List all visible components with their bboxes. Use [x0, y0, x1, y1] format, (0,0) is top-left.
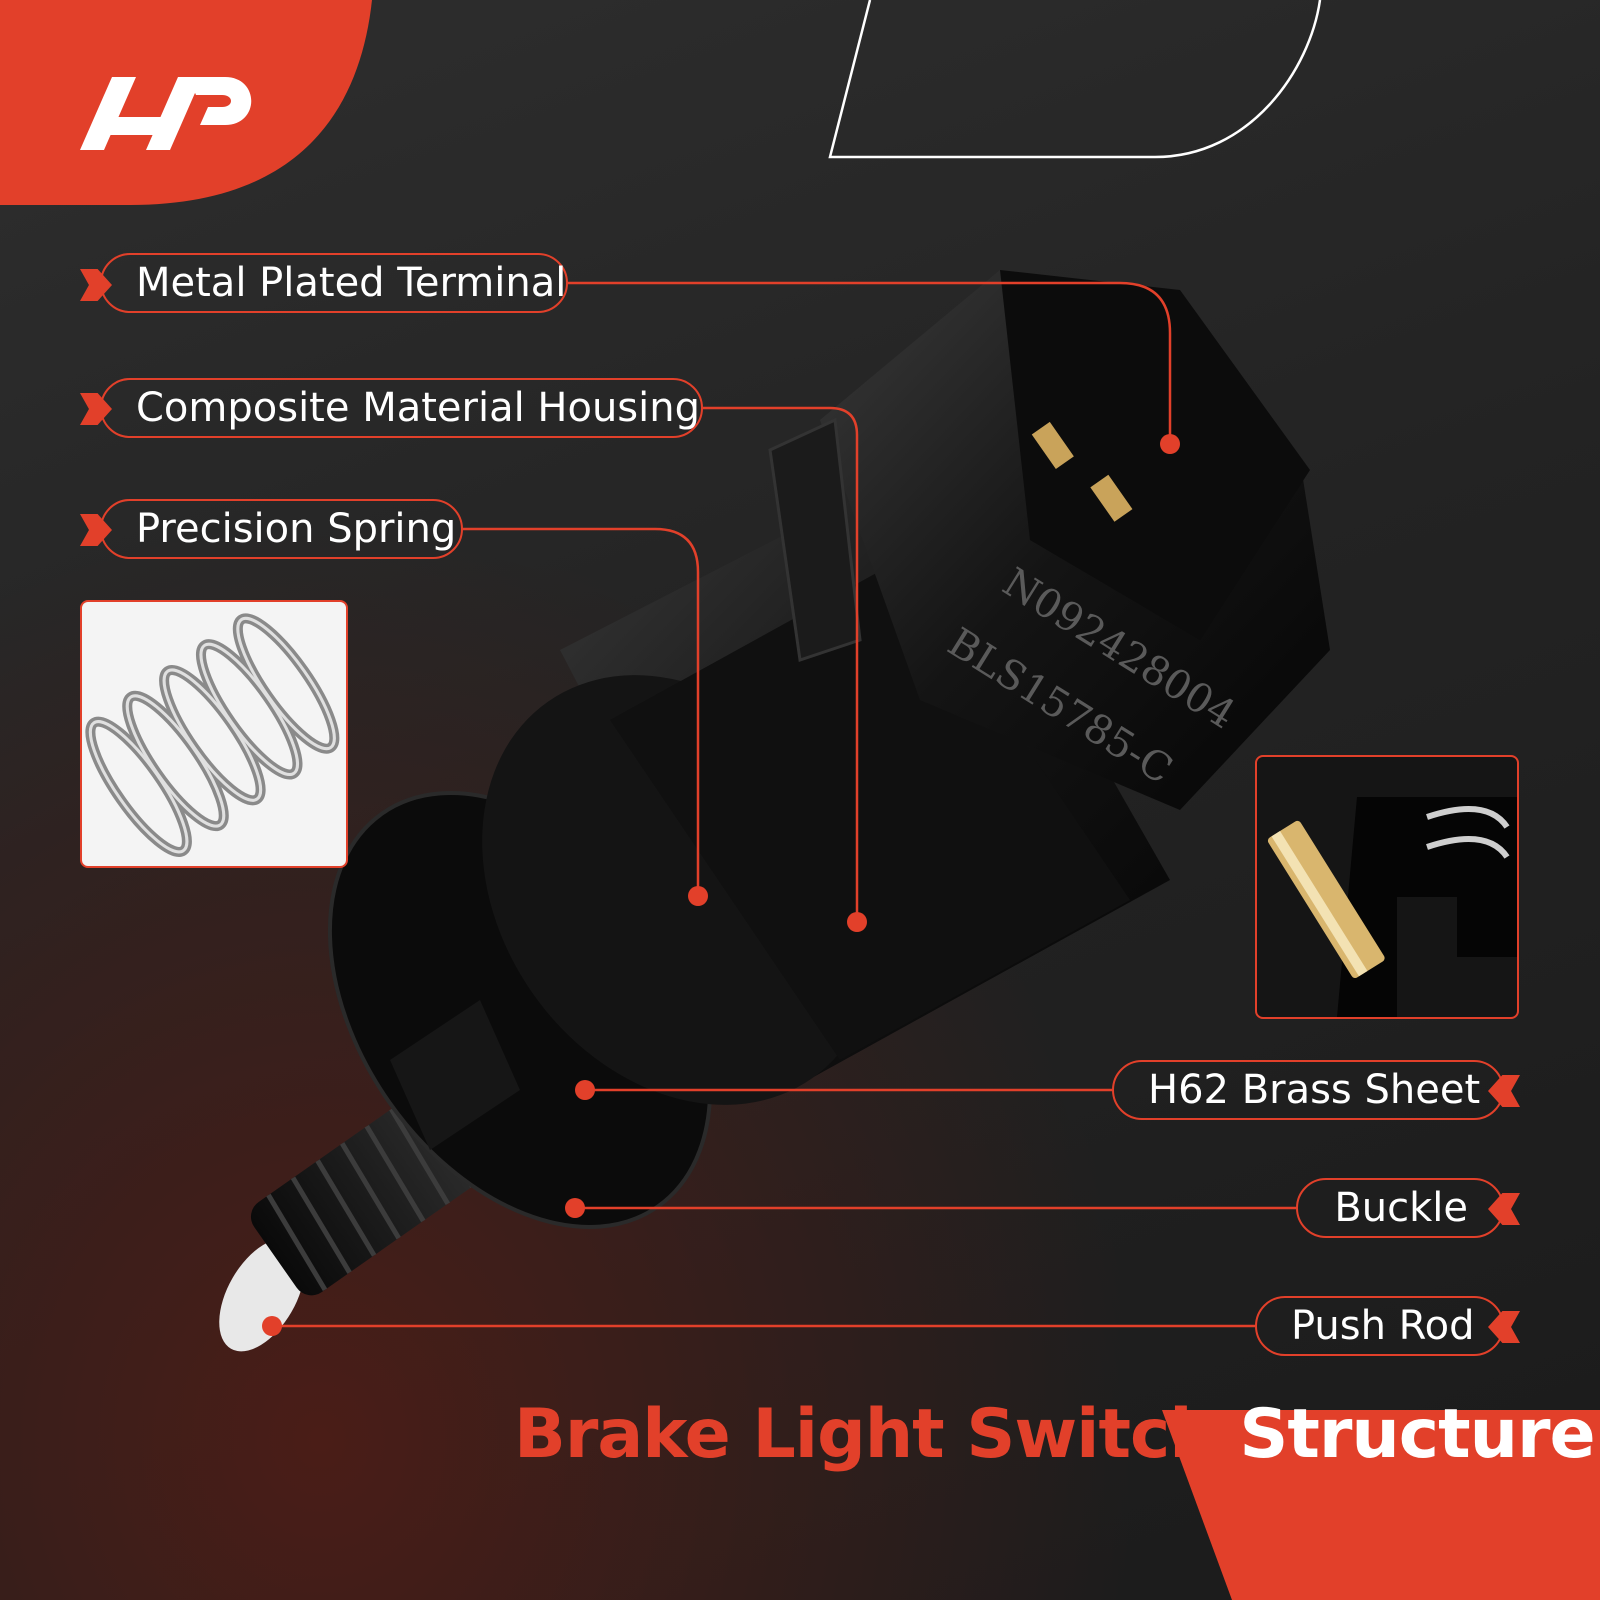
connector-housing [768, 270, 1330, 810]
spring-inset-image [80, 600, 348, 868]
callout-dot-spring [688, 886, 708, 906]
callout-dot-brass [575, 1080, 595, 1100]
callout-push-rod: Push Rod [1255, 1296, 1504, 1356]
leader-metal-terminal [568, 281, 1172, 443]
title-part-white: Structure [1239, 1395, 1595, 1474]
title-part-red: Brake Light Switch [514, 1395, 1218, 1474]
leader-composite-housing [703, 406, 859, 922]
callout-dot-push-rod [262, 1316, 282, 1336]
callout-dot-terminal [1160, 434, 1180, 454]
callout-precision-spring: Precision Spring [100, 499, 463, 559]
brass-inset-image [1255, 755, 1519, 1019]
bottom-right-red-block [1162, 1410, 1600, 1600]
brass-terminal-icon [1267, 797, 1517, 1017]
callout-composite-housing: Composite Material Housing [100, 378, 703, 438]
callout-metal-terminal: Metal Plated Terminal [100, 253, 568, 313]
callout-dot-housing [847, 912, 867, 932]
brand-logo [80, 77, 252, 150]
callout-dot-buckle [565, 1198, 585, 1218]
top-outline-shape [828, 0, 1322, 159]
leader-precision-spring [463, 527, 700, 896]
callout-buckle: Buckle [1296, 1178, 1504, 1238]
page-title: Brake Light Switch Structure [514, 1395, 1596, 1474]
callout-brass-sheet: H62 Brass Sheet [1112, 1060, 1504, 1120]
spring-icon [85, 613, 340, 857]
